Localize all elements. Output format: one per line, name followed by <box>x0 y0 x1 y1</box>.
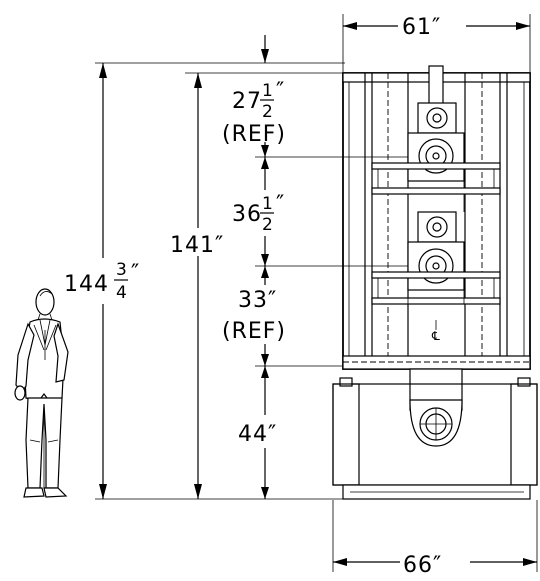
lower-gearbox <box>371 211 501 305</box>
upper-gearbox <box>371 102 501 212</box>
machine-base <box>332 368 538 500</box>
top-width-label: 61″ <box>402 15 441 40</box>
total-height-unit: ″ <box>131 261 140 286</box>
total-height-numerator: 3 <box>116 260 127 280</box>
total-height-label: 144 3 4 ″ <box>62 258 144 304</box>
seg2-whole: 36 <box>232 202 262 227</box>
seg1-denominator: 2 <box>262 102 273 122</box>
dim-bottom-width: 66″ <box>332 500 538 578</box>
seg1-numerator: 1 <box>262 81 273 101</box>
seg1-unit: ″ <box>276 79 285 104</box>
bottom-width-label: 66″ <box>403 553 442 578</box>
segment-1-label: 27 1 2 ″ (REF) <box>222 79 286 147</box>
seg3-ref: (REF) <box>222 319 286 344</box>
seg2-denominator: 2 <box>262 215 273 235</box>
dim-frame-height: 141″ <box>166 73 230 499</box>
segment-4-label: 44″ <box>238 422 277 447</box>
seg2-unit: ″ <box>276 192 285 217</box>
seg4-value: 44″ <box>238 422 277 447</box>
total-height-whole: 144 <box>64 272 109 297</box>
seg1-whole: 27 <box>232 89 262 114</box>
dim-segment-stack <box>261 35 269 499</box>
human-scale-figure <box>14 288 69 498</box>
seg3-value: 33″ <box>238 288 277 313</box>
total-height-denominator: 4 <box>116 283 127 303</box>
seg1-ref: (REF) <box>222 122 286 147</box>
centerline-mark: ℄ <box>431 329 440 343</box>
seg2-numerator: 1 <box>262 194 273 214</box>
segment-3-label: 33″ (REF) <box>222 288 286 344</box>
machine-frame <box>342 65 531 370</box>
frame-height-label: 141″ <box>170 233 224 258</box>
segment-2-label: 36 1 2 ″ <box>232 192 285 235</box>
dim-top-width: 61″ <box>342 14 531 72</box>
